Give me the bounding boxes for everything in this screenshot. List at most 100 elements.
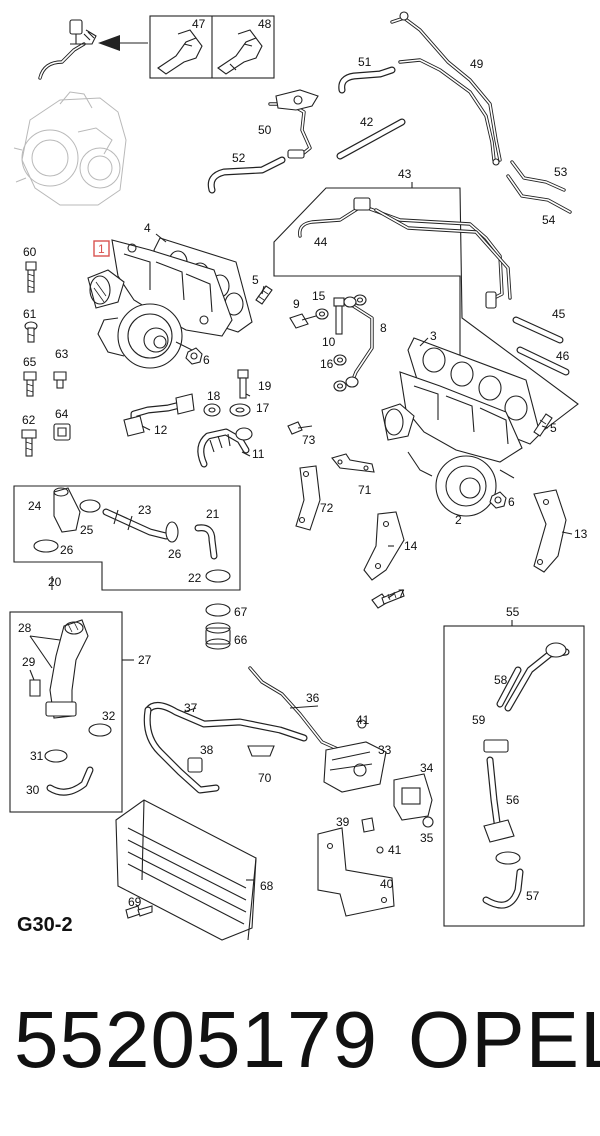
callout-27: 27 xyxy=(138,653,152,667)
callout-37: 37 xyxy=(184,701,198,715)
bracket-icon xyxy=(317,827,395,917)
callout-55: 55 xyxy=(506,605,520,619)
arrow-left-icon xyxy=(98,35,148,51)
callout-23: 23 xyxy=(138,503,152,517)
callout-16: 16 xyxy=(320,357,334,371)
callout-61: 61 xyxy=(23,307,37,321)
callout-62: 62 xyxy=(22,413,36,427)
bolt-icon xyxy=(533,413,553,437)
callout-72: 72 xyxy=(320,501,334,515)
callout-10: 10 xyxy=(322,335,336,349)
callout-53: 53 xyxy=(554,165,568,179)
callout-18: 18 xyxy=(207,389,221,403)
callout-6b: 6 xyxy=(508,495,515,509)
callout-8: 8 xyxy=(380,321,387,335)
callout-52: 52 xyxy=(232,151,246,165)
pipe-icon xyxy=(143,666,342,794)
intercooler-icon xyxy=(115,799,257,941)
callout-28: 28 xyxy=(18,621,32,635)
callout-40: 40 xyxy=(380,877,394,891)
callout-48: 48 xyxy=(258,17,272,31)
callout-24: 24 xyxy=(28,499,42,513)
callout-17: 17 xyxy=(256,401,270,415)
callout-69: 69 xyxy=(128,895,142,909)
hose-icon xyxy=(197,427,253,468)
bracket-icon xyxy=(295,453,567,581)
callout-12: 12 xyxy=(154,423,168,437)
callout-54: 54 xyxy=(542,213,556,227)
callout-68: 68 xyxy=(260,879,274,893)
callout-35: 35 xyxy=(420,831,434,845)
callout-2: 2 xyxy=(455,513,462,527)
callout-45: 45 xyxy=(552,307,566,321)
callout-9: 9 xyxy=(293,297,300,311)
callout-11: 11 xyxy=(252,447,265,461)
callout-46: 46 xyxy=(556,349,570,363)
turbocharger-icon xyxy=(87,237,253,369)
pipe-icon xyxy=(123,393,195,437)
callout-51: 51 xyxy=(358,55,372,69)
callout-41b: 41 xyxy=(388,843,402,857)
callout-47: 47 xyxy=(192,17,206,31)
bolt-icon xyxy=(237,369,313,435)
callout-26b: 26 xyxy=(168,547,182,561)
nut-icon xyxy=(185,347,203,365)
detail-box-55 xyxy=(443,625,585,927)
callout-60: 60 xyxy=(23,245,37,259)
detail-box-47-48 xyxy=(149,15,275,79)
washer-icon xyxy=(203,403,251,417)
callout-15: 15 xyxy=(312,289,326,303)
gasket-icon xyxy=(205,603,231,650)
bolt-icon xyxy=(125,905,153,919)
callout-5: 5 xyxy=(252,273,259,287)
callout-66: 66 xyxy=(234,633,248,647)
callout-71: 71 xyxy=(358,483,372,497)
callout-63: 63 xyxy=(55,347,69,361)
callout-20: 20 xyxy=(48,575,62,589)
detail-box-43 xyxy=(273,187,579,431)
callout-26a: 26 xyxy=(60,543,74,557)
callout-30: 30 xyxy=(26,783,40,797)
callout-70: 70 xyxy=(258,771,272,785)
brand-name: OPEL xyxy=(408,995,600,1084)
callout-1: 1 xyxy=(98,242,105,256)
callout-22: 22 xyxy=(188,571,202,585)
callout-57: 57 xyxy=(526,889,540,903)
callout-44: 44 xyxy=(314,235,328,249)
callout-38: 38 xyxy=(200,743,214,757)
callout-32: 32 xyxy=(102,709,116,723)
callout-43: 43 xyxy=(398,167,412,181)
bolt-icon xyxy=(21,261,67,457)
callout-14: 14 xyxy=(404,539,418,553)
detail-box-20 xyxy=(13,485,241,591)
engine-outline-icon xyxy=(13,91,127,206)
callout-59: 59 xyxy=(472,713,486,727)
callout-36: 36 xyxy=(306,691,320,705)
callout-42: 42 xyxy=(360,115,374,129)
callout-67: 67 xyxy=(234,605,248,619)
actuator-icon xyxy=(323,741,387,793)
callout-13: 13 xyxy=(574,527,588,541)
callout-64: 64 xyxy=(55,407,69,421)
detail-box-27 xyxy=(9,611,123,813)
callout-65: 65 xyxy=(23,355,37,369)
highlighted-callout-box xyxy=(93,240,110,257)
callout-25: 25 xyxy=(80,523,94,537)
callout-39: 39 xyxy=(336,815,350,829)
exploded-parts-diagram: 47 48 49 50 51 42 52 43 44 53 54 45 46 4… xyxy=(9,11,588,941)
washer-icon xyxy=(315,294,367,392)
callout-6: 6 xyxy=(203,353,210,367)
callout-33: 33 xyxy=(378,743,392,757)
callout-7: 7 xyxy=(398,587,405,601)
callout-49: 49 xyxy=(470,57,484,71)
pipe-icon xyxy=(207,11,572,214)
clamp-icon xyxy=(53,423,71,441)
callout-3: 3 xyxy=(430,329,437,343)
part-number: 55205179 xyxy=(14,995,378,1084)
callout-4: 4 xyxy=(144,221,151,235)
bolt-icon xyxy=(289,313,317,329)
bolt-icon xyxy=(333,297,345,335)
callout-41a: 41 xyxy=(356,713,370,727)
callout-50: 50 xyxy=(258,123,272,137)
bolt-icon xyxy=(371,589,405,609)
